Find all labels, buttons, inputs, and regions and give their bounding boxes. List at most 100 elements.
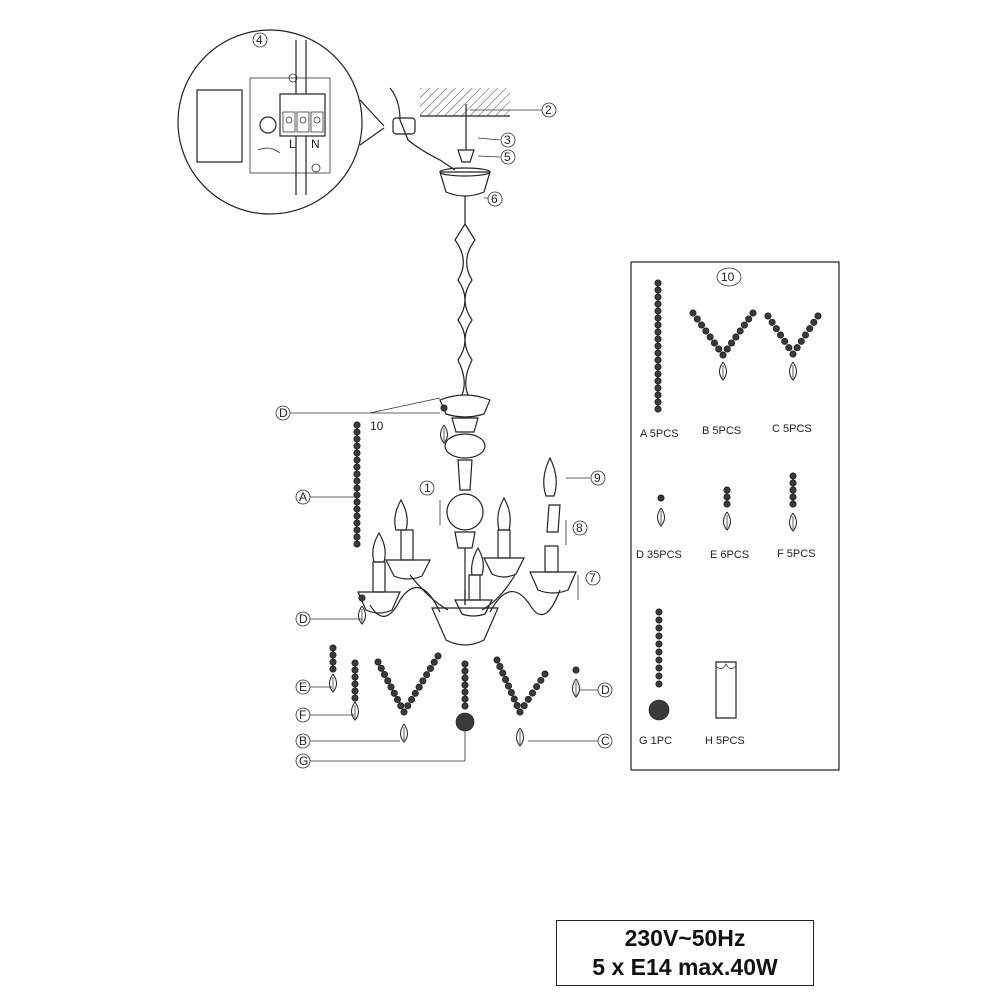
crystal-bead [423, 671, 431, 679]
crystal-bead [499, 669, 507, 677]
crystal-bead [732, 333, 740, 341]
crystal-bead [377, 664, 385, 672]
crystal-bead [654, 279, 662, 287]
crystal-bead [353, 428, 361, 436]
crystal-bead [408, 696, 416, 704]
candle-sleeve [715, 661, 737, 719]
crystal-bead [654, 363, 662, 371]
crystal-bead [723, 345, 731, 353]
crystal-bead [411, 689, 419, 697]
crystal-bead [504, 682, 512, 690]
crystal-bead [655, 616, 663, 624]
crystal-bead [801, 331, 809, 339]
crystal-bead [789, 350, 797, 358]
crystal-bead [513, 701, 521, 709]
crystal-bead [353, 498, 361, 506]
crystal-bead [533, 683, 541, 691]
crystal-bead [772, 325, 780, 333]
step-3-number: 3 [504, 133, 511, 147]
crystal-bead [351, 659, 359, 667]
crystal-bead [655, 672, 663, 680]
crystal-bead [541, 670, 549, 678]
crystal-bead [654, 391, 662, 399]
crystal-bead [353, 463, 361, 471]
crystal-bead [520, 702, 528, 710]
crystal-bead [415, 683, 423, 691]
crystal-bead [706, 333, 714, 341]
crystal-bead [329, 651, 337, 659]
crystal-bead [814, 312, 822, 320]
crystal-bead [353, 484, 361, 492]
crystal-bead [654, 300, 662, 308]
crystal-bead [461, 660, 469, 668]
candle-sleeve-drip [715, 663, 737, 669]
terminal-l-label: L [289, 137, 296, 151]
crystal-bead [723, 493, 731, 501]
crystal-bead [461, 688, 469, 696]
step-7-number: 7 [589, 571, 596, 585]
crystal-bead [524, 695, 532, 703]
crystal-bead [353, 470, 361, 478]
crystal-bead [768, 318, 776, 326]
crystal-bead [789, 486, 797, 494]
candle-arms [357, 456, 577, 617]
part-callouts: D A D E F B G D C 1 10 9 8 [275, 397, 613, 769]
part-e-label: E 6PCS [710, 549, 749, 561]
crystal-strands [329, 404, 580, 747]
crystal-bead [353, 526, 361, 534]
crystal-bead [789, 479, 797, 487]
crystal-bead [781, 337, 789, 345]
crystal-bead [655, 664, 663, 672]
callout-d-left: D [299, 612, 308, 626]
crystal-bead [654, 370, 662, 378]
crystal-bead [654, 328, 662, 336]
crystal-bead [528, 689, 536, 697]
crystal-bead [655, 624, 663, 632]
crystal-bead [654, 342, 662, 350]
crystal-bead [353, 540, 361, 548]
crystal-bead [572, 666, 580, 674]
crystal-bead [496, 662, 504, 670]
callout-d-right: D [601, 683, 610, 697]
crystal-bead [387, 683, 395, 691]
panel-part-drawings [648, 279, 822, 721]
crystal-bead [461, 702, 469, 710]
crystal-ball [455, 712, 475, 732]
step-5-number: 5 [504, 150, 511, 164]
crystal-bead [353, 519, 361, 527]
crystal-bead [351, 680, 359, 688]
crystal-bead [430, 658, 438, 666]
crystal-bead [789, 500, 797, 508]
crystal-bead [353, 435, 361, 443]
electrical-spec-box: 230V~50Hz 5 x E14 max.40W [556, 920, 814, 986]
crystal-bead [654, 349, 662, 357]
crystal-bead [461, 681, 469, 689]
crystal-bead [461, 674, 469, 682]
crystal-bead [689, 309, 697, 317]
crystal-bead [789, 493, 797, 501]
crystal-bead [654, 405, 662, 413]
crystal-bead [358, 594, 366, 602]
crystal-bead [329, 644, 337, 652]
crystal-bead [419, 677, 427, 685]
hanging-chain [454, 223, 476, 396]
crystal-bead [793, 344, 801, 352]
crystal-bead [353, 505, 361, 513]
part-a-label: A 5PCS [640, 428, 679, 440]
crystal-bead [353, 421, 361, 429]
step-8-number: 8 [576, 521, 583, 535]
crystal-bead [702, 327, 710, 335]
callout-g: G [299, 754, 308, 768]
crystal-bead [654, 384, 662, 392]
crystal-bead [785, 344, 793, 352]
crystal-bead [390, 689, 398, 697]
crystal-bead [723, 500, 731, 508]
crystal-bead [461, 695, 469, 703]
parts-panel-number: 10 [721, 270, 735, 284]
crystal-bead [657, 494, 665, 502]
crystal-bead [654, 356, 662, 364]
crystal-bead [655, 680, 663, 688]
crystal-bead [654, 286, 662, 294]
crystal-ball [648, 699, 670, 721]
